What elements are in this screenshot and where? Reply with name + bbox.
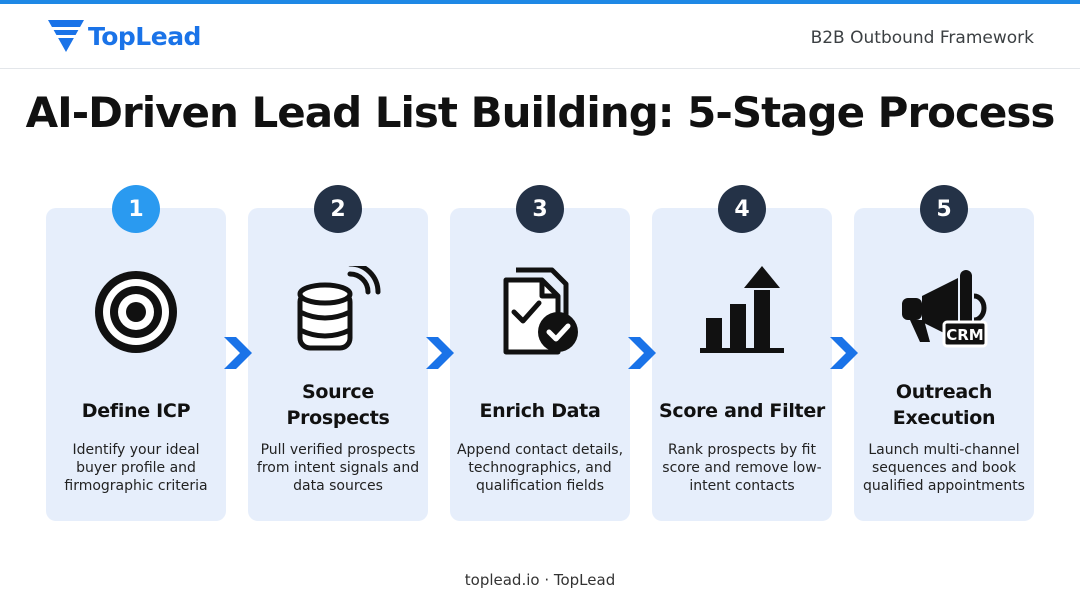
top-accent-bar	[0, 0, 1080, 4]
header: TopLead B2B Outbound Framework	[0, 4, 1080, 69]
stage-card-5	[854, 208, 1034, 521]
bar-chart-arrow-icon	[692, 266, 792, 358]
stage-description: Rank prospects by fit score and remove l…	[662, 442, 822, 494]
verified-document-icon	[490, 266, 590, 358]
stage-title: Outreach Execution	[892, 381, 996, 429]
target-icon	[86, 266, 186, 358]
stage-description: Append contact details, technographics, …	[456, 442, 624, 494]
stage-number-badge: 5	[920, 185, 968, 233]
stage-number-badge: 3	[516, 185, 564, 233]
stage-number-badge: 1	[112, 185, 160, 233]
stage-card-1	[46, 208, 226, 521]
stage-number-badge: 4	[718, 185, 766, 233]
stage-card-3	[450, 208, 630, 521]
chevron-right-icon	[224, 337, 252, 369]
megaphone-crm-icon: CRM	[894, 266, 994, 358]
page-title: AI-Driven Lead List Building: 5-Stage Pr…	[25, 88, 1056, 137]
chevron-right-icon	[830, 337, 858, 369]
brand-name: TopLead	[88, 21, 201, 51]
toplead-logo-icon	[48, 20, 84, 52]
database-signal-icon	[288, 266, 388, 358]
stage-number-badge: 2	[314, 185, 362, 233]
chevron-right-icon	[628, 337, 656, 369]
stage-description: Launch multi-channel sequences and book …	[863, 442, 1025, 494]
stage-card-4	[652, 208, 832, 521]
crm-icon-label: CRM	[946, 326, 984, 344]
stage-description: Identify your ideal buyer profile and fi…	[64, 442, 208, 494]
stage-title: Enrich Data	[479, 400, 601, 422]
stage-card-2	[248, 208, 428, 521]
stage-title: Source Prospects	[286, 381, 390, 429]
stage-description: Pull verified prospects from intent sign…	[256, 442, 420, 494]
footer-credit: toplead.io · TopLead	[464, 571, 616, 589]
header-tagline: B2B Outbound Framework	[810, 28, 1034, 48]
logo[interactable]: TopLead	[46, 18, 201, 54]
chevron-right-icon	[426, 337, 454, 369]
stage-title: Define ICP	[81, 400, 191, 422]
stage-title: Score and Filter	[659, 400, 825, 422]
